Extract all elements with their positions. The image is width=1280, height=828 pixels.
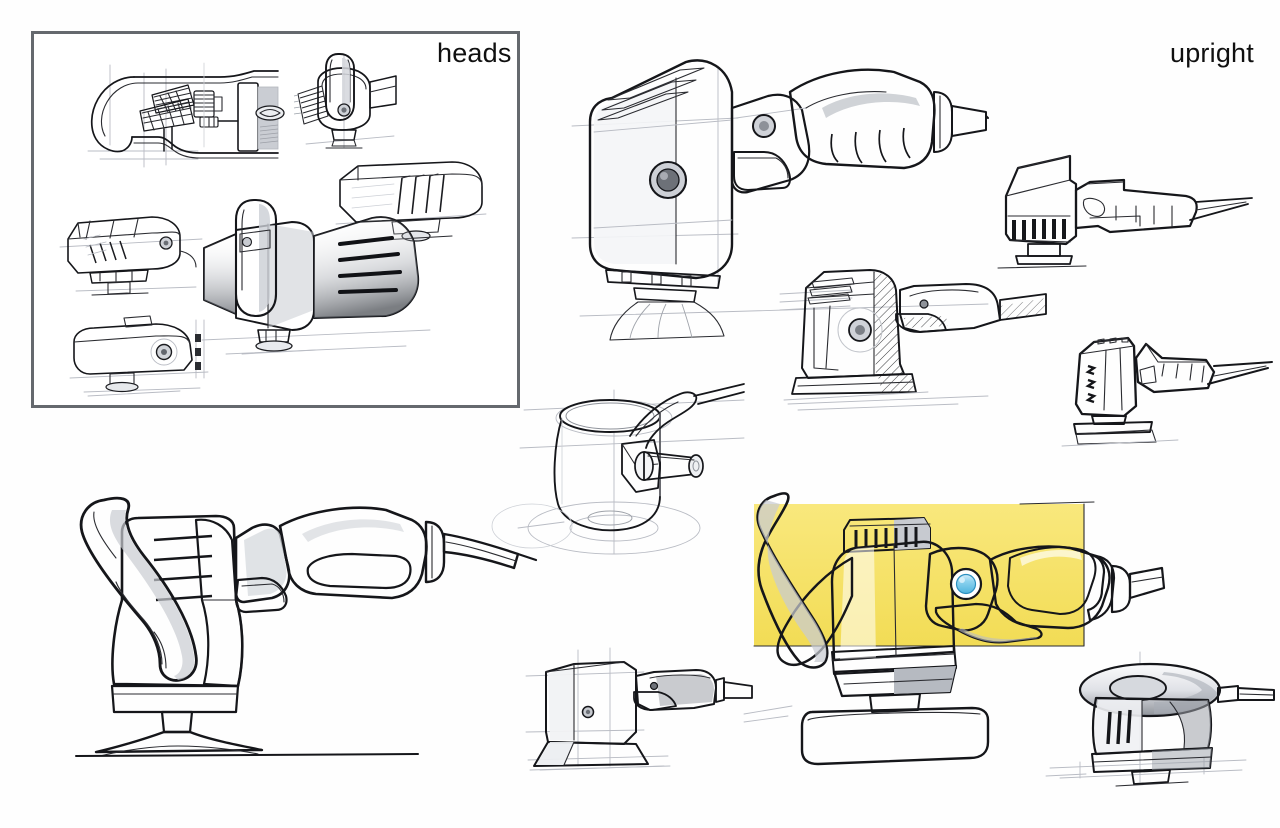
sketch-big-line-tool — [66, 468, 573, 768]
sketch-cup-construction — [517, 378, 748, 568]
sketch-outline-tool-right — [990, 140, 1280, 300]
sketch-head-side-grip — [288, 48, 400, 160]
sketch-head-vented-left — [56, 195, 206, 305]
sketch-gear-cutaway — [48, 55, 285, 175]
label-upright: upright — [1170, 38, 1254, 68]
label-heads: heads — [437, 38, 512, 68]
sketch-head-louvered-right — [332, 148, 492, 248]
sketch-hatched-tool — [778, 258, 1048, 418]
sketch-main-hero-tool — [568, 48, 989, 358]
sketch-head-hero-grip — [196, 190, 436, 370]
sketch-color-hero-tool — [743, 482, 1166, 772]
sketch-sketchy-tool-right — [1058, 318, 1278, 448]
sketch-palm-sander — [1045, 646, 1276, 806]
sketch-head-low-profile — [64, 308, 214, 398]
sketch-grey-block-tool — [524, 628, 754, 778]
